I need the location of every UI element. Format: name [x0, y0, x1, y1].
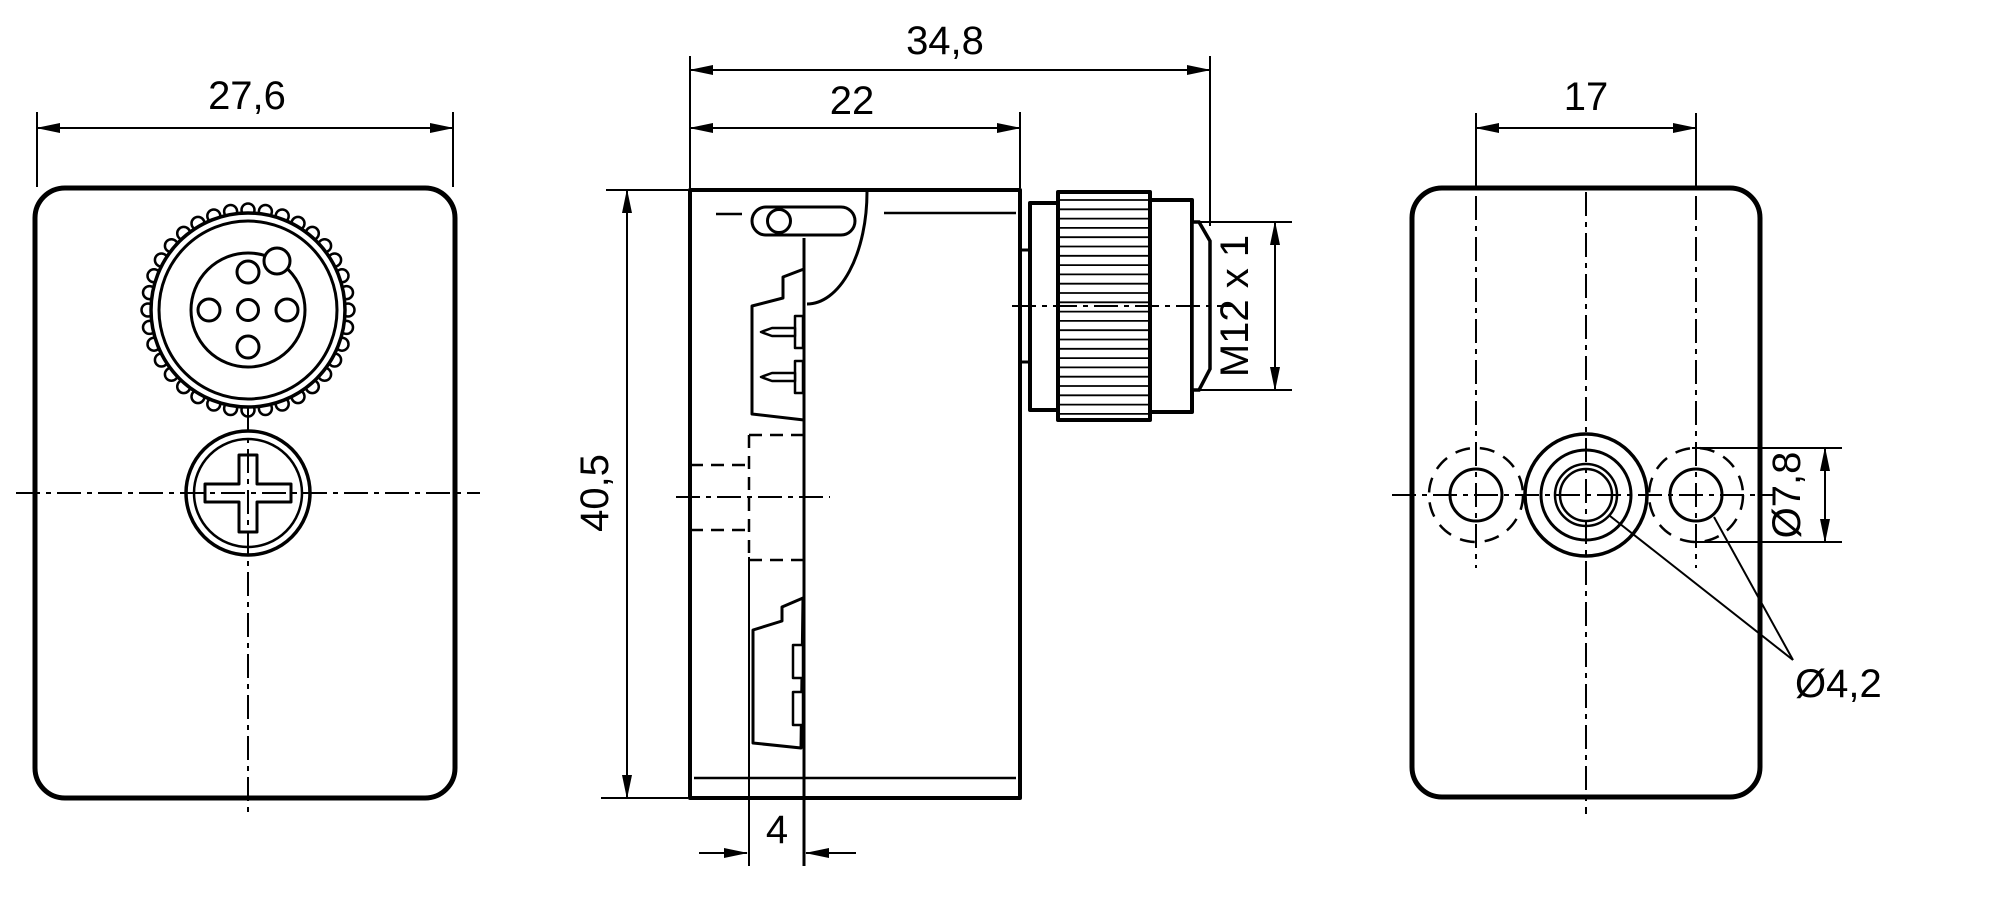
dim-overall-depth-label: 34,8	[906, 19, 984, 63]
back-view: 17 Ø7,8	[1392, 75, 1882, 814]
dim-hole-spacing-label: 17	[1564, 75, 1609, 119]
m12-connector-face	[140, 202, 356, 418]
knurl-lines	[1060, 199, 1148, 415]
terminal-slot	[791, 690, 805, 727]
dim-counterbore-diameter-label: Ø7,8	[1765, 452, 1809, 539]
pin-hole-right	[274, 297, 300, 323]
dim-counterbore-diameter: Ø7,8	[1692, 447, 1842, 543]
pin-hole-left	[196, 297, 222, 323]
dim-thread-spec-label: M12 x 1	[1213, 235, 1257, 377]
dim-overall-depth: 34,8	[689, 19, 1211, 226]
lower-terminal-block	[751, 596, 805, 750]
dim-front-width: 27,6	[36, 74, 454, 187]
contact-pin-upper	[759, 314, 805, 350]
through-hole-circle	[1668, 467, 1724, 523]
center-boss	[1523, 432, 1649, 558]
hidden-counterbore	[690, 433, 803, 562]
boss-outer-circle	[1523, 432, 1649, 558]
dim-hole-spacing: 17	[1475, 75, 1697, 188]
pin-hole-center	[236, 298, 260, 322]
dim-flange-depth: 4	[699, 808, 856, 858]
pin-tip	[759, 371, 797, 383]
led-circle	[766, 208, 792, 234]
pin-hole-top	[235, 259, 261, 285]
through-hole-circle	[1448, 467, 1504, 523]
dim-height-label: 40,5	[573, 454, 617, 532]
leader-line	[1609, 515, 1794, 661]
m12-connector-side	[1012, 190, 1233, 422]
front-view: 27,6	[16, 74, 480, 818]
dim-flange-depth-label: 4	[766, 808, 788, 852]
boss-chamfer-circle	[1553, 462, 1619, 528]
boss-counterbore-circle	[1539, 448, 1633, 542]
counterbore-hidden-circle	[1427, 446, 1525, 544]
dim-front-width-label: 27,6	[208, 74, 286, 118]
counterbore-hidden-circle	[1647, 446, 1745, 544]
dim-height: 40,5	[573, 189, 688, 799]
pin-hole-bottom	[235, 334, 261, 360]
side-body-outline	[688, 188, 1022, 800]
knurled-ring-inner	[157, 219, 339, 401]
dim-thread-spec: M12 x 1	[1193, 221, 1292, 391]
side-view: 34,8 22 40,5	[573, 19, 1292, 866]
terminal-slot	[791, 643, 805, 680]
mounting-hole-right	[1647, 446, 1745, 544]
pin-tip	[759, 326, 797, 338]
dim-hole-diameter-label: Ø4,2	[1795, 662, 1882, 706]
boss-hole-circle	[1558, 467, 1614, 523]
dim-hole-diameter: Ø4,2	[1609, 515, 1882, 706]
keying-notch	[262, 246, 292, 276]
mounting-hole-left	[1427, 446, 1525, 544]
dim-body-depth: 22	[689, 79, 1021, 188]
internal-fillet-arc	[806, 191, 869, 306]
leader-line	[1713, 516, 1794, 661]
dim-body-depth-label: 22	[830, 79, 875, 123]
